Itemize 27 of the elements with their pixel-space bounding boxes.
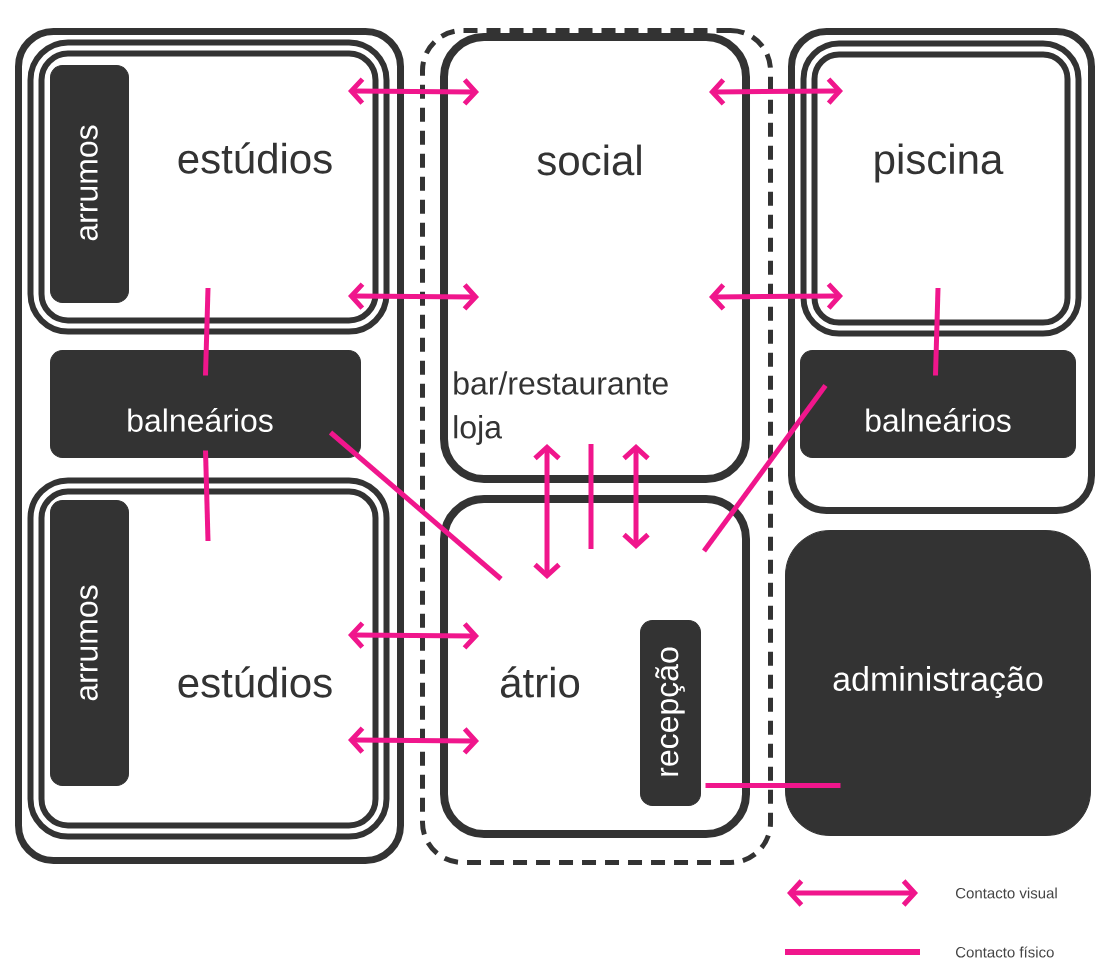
connector-line <box>588 444 594 549</box>
double-arrow <box>709 77 843 106</box>
connector-line <box>328 430 503 581</box>
connector-line <box>933 287 941 376</box>
storage-box: arrumos <box>50 65 129 303</box>
double-arrow <box>622 444 650 549</box>
double-arrow <box>348 726 479 755</box>
group-frame <box>788 28 1095 514</box>
connector-line <box>203 287 211 376</box>
legend-label: Contacto visual <box>955 887 1057 899</box>
office-box: administração <box>785 530 1091 836</box>
room-box: piscina <box>800 40 1082 337</box>
reception-box: recepção <box>640 620 701 806</box>
double-arrow <box>348 621 479 650</box>
connector-line <box>705 783 841 788</box>
storage-box: arrumos <box>50 500 129 786</box>
double-arrow <box>348 77 479 106</box>
double-arrow <box>709 282 843 311</box>
double-arrow <box>348 282 479 311</box>
double-arrow <box>533 444 561 579</box>
changing-room-box: balneários <box>50 350 361 458</box>
changing-room-box: balneários <box>800 350 1076 458</box>
group-frame <box>15 28 404 864</box>
legend-label: Contacto físico <box>955 946 1054 958</box>
room-box: social bar/restaurante loja <box>440 33 750 483</box>
dashed-group-frame <box>420 28 773 865</box>
connector-line <box>203 450 211 542</box>
